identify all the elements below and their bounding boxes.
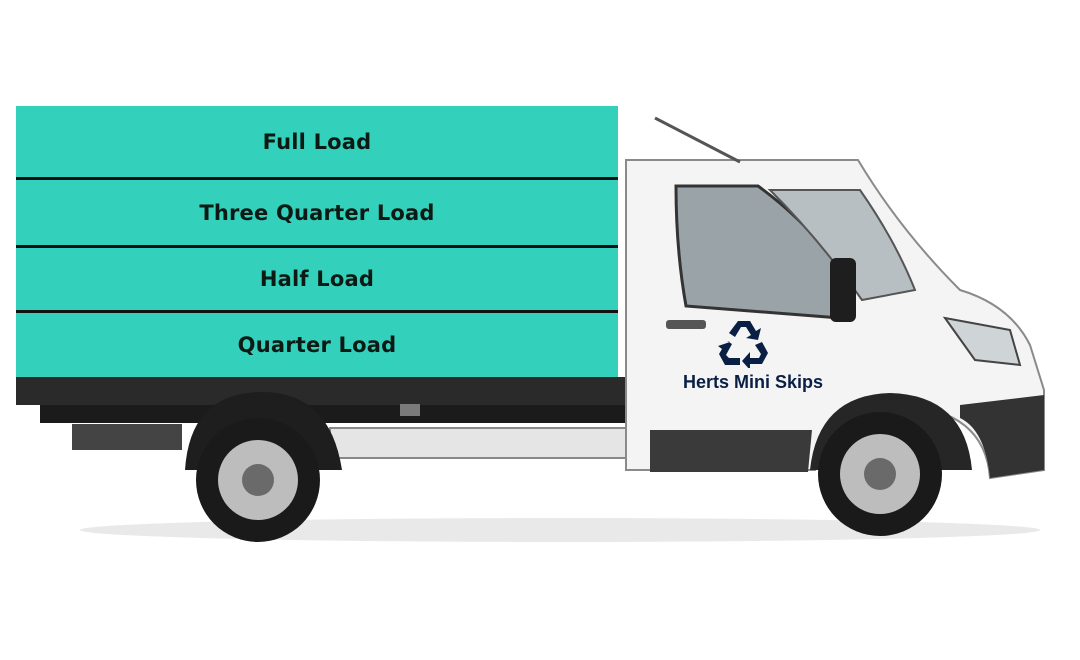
load-level-stack: Full Load Three Quarter Load Half Load Q… — [16, 106, 618, 377]
front-bumper — [960, 395, 1044, 478]
door-handle — [666, 320, 706, 329]
load-divider — [16, 177, 618, 180]
windshield — [767, 189, 917, 302]
load-label-half: Half Load — [259, 267, 375, 291]
ground-shadow — [80, 518, 1040, 542]
load-band-quarter: Quarter Load — [16, 313, 618, 377]
load-band-full: Full Load — [16, 106, 618, 178]
chassis-rail — [40, 405, 640, 423]
side-guard — [329, 427, 631, 459]
load-band-three-quarter: Three Quarter Load — [16, 180, 618, 246]
front-wheel — [818, 412, 942, 536]
tail-light — [400, 404, 420, 416]
load-label-quarter: Quarter Load — [237, 333, 397, 357]
recycle-icon — [718, 321, 768, 368]
load-label-three-quarter: Three Quarter Load — [199, 201, 435, 225]
load-band-half: Half Load — [16, 248, 618, 310]
load-divider — [16, 245, 618, 248]
headlight — [942, 316, 1022, 367]
side-mirror — [830, 258, 856, 322]
load-divider — [16, 310, 618, 313]
rear-wheel — [196, 418, 320, 542]
load-label-full: Full Load — [262, 130, 372, 154]
brand-name: Herts Mini Skips — [682, 372, 824, 392]
cab-lower-trim — [650, 430, 812, 472]
tow-bar — [72, 424, 182, 450]
bed-frame — [16, 377, 626, 405]
antenna — [654, 116, 741, 164]
